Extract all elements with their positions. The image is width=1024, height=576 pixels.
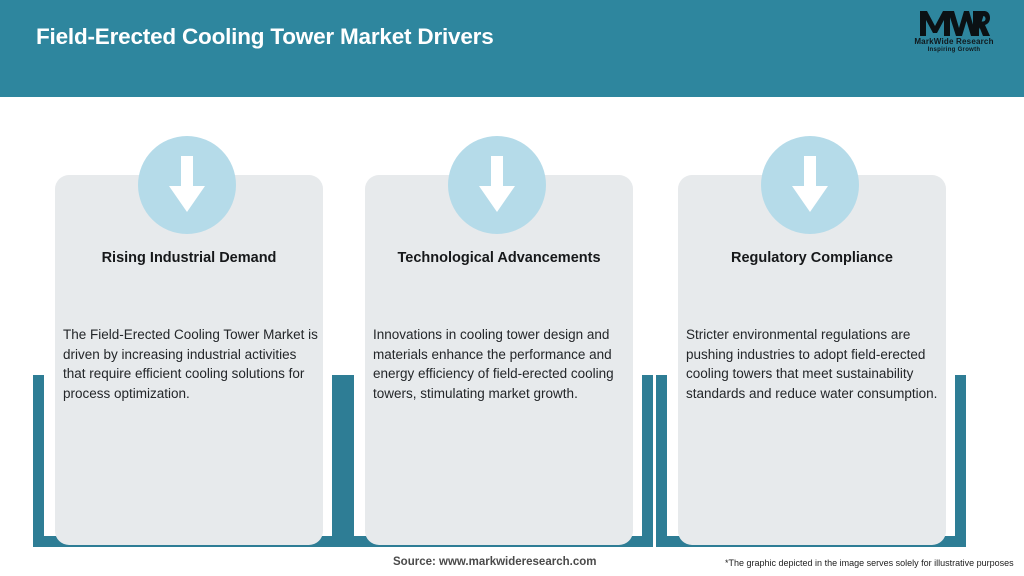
driver-card[interactable]: Regulatory Compliance Stricter environme… [656, 97, 966, 547]
card-icon-badge [138, 136, 236, 234]
card-panel [55, 175, 323, 545]
logo-tagline: Inspiring Growth [927, 47, 981, 53]
down-arrow-icon [792, 156, 828, 212]
card-body-text: The Field-Erected Cooling Tower Market i… [63, 327, 318, 401]
source-label: Source: www.markwideresearch.com [393, 556, 597, 568]
card-title: Rising Industrial Demand [101, 250, 277, 266]
mwr-monogram-icon [920, 11, 990, 36]
disclaimer-label: *The graphic depicted in the image serve… [725, 558, 1014, 568]
card-panel [365, 175, 633, 545]
card-body-text: Stricter environmental regulations are p… [686, 327, 938, 401]
card-panel [678, 175, 946, 545]
page-title: Field-Erected Cooling Tower Market Drive… [36, 24, 494, 49]
driver-cards-container: Rising Industrial Demand The Field-Erect… [0, 97, 1024, 547]
card-title: Technological Advancements [397, 250, 601, 266]
driver-card[interactable]: Technological Advancements Innovations i… [343, 97, 653, 547]
driver-card[interactable]: Rising Industrial Demand The Field-Erect… [33, 97, 343, 547]
card-icon-badge [761, 136, 859, 234]
brand-logo: MarkWide Research Inspiring Growth [902, 8, 1006, 60]
card-body-text: Innovations in cooling tower design and … [373, 327, 614, 401]
card-icon-badge [448, 136, 546, 234]
card-title: Regulatory Compliance [731, 250, 893, 266]
down-arrow-icon [169, 156, 205, 212]
logo-company-name: MarkWide Research [914, 37, 994, 46]
down-arrow-icon [479, 156, 515, 212]
header-band [0, 0, 1024, 97]
